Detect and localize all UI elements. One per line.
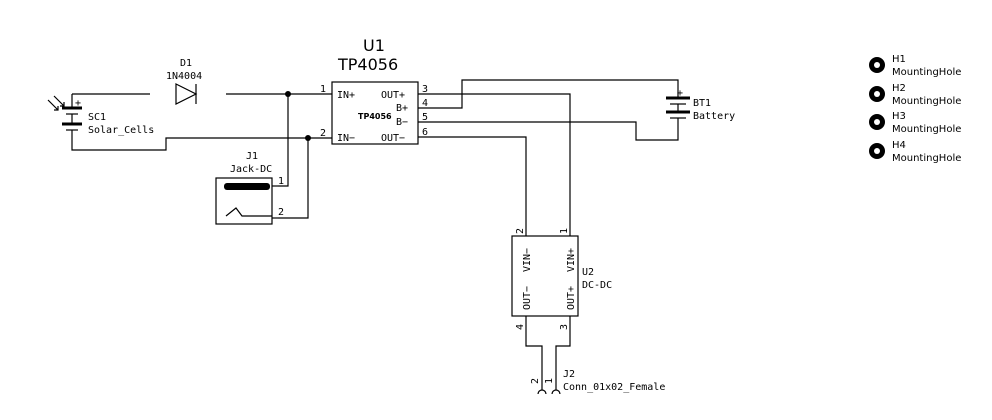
u2-pin-out-minus: OUT− (522, 286, 533, 310)
solar-cells-plus: + (75, 98, 81, 109)
u1-inner-label: TP4056 (358, 112, 392, 121)
u2-pin-number-3: 3 (559, 324, 570, 330)
u2-pin-vin-plus: VIN+ (566, 248, 577, 272)
mounting-hole-2-ref: H2 (892, 83, 906, 94)
dc-jack-pin-1: 1 (278, 176, 284, 187)
u1-pin-in-minus: IN− (337, 133, 355, 144)
mounting-hole-4-ref: H4 (892, 140, 906, 151)
solar-cells-value: Solar_Cells (88, 125, 154, 136)
mounting-hole-2 (869, 86, 885, 102)
u1-pin-number-5: 5 (422, 112, 428, 123)
u2-pin-number-4: 4 (515, 324, 526, 330)
u1-pin-number-1: 1 (320, 84, 326, 95)
connector-ref: J2 (563, 369, 575, 380)
diode-value: 1N4004 (166, 71, 202, 82)
mounting-hole-1-ref: H1 (892, 54, 906, 65)
tp4056-chip (331, 81, 419, 145)
u1-pin-out-plus: OUT+ (381, 90, 405, 101)
dc-jack-symbol (215, 177, 278, 225)
wires (71, 79, 679, 390)
u1-value: TP4056 (337, 55, 398, 74)
solar-cells-symbol: + (47, 94, 82, 140)
dc-jack-pin-2: 2 (278, 207, 284, 218)
u1-pin-b-plus: B+ (396, 103, 408, 114)
u2-pin-out-plus: OUT+ (566, 286, 577, 310)
u1-pin-number-3: 3 (422, 84, 428, 95)
u2-value: DC-DC (582, 280, 612, 291)
u1-pin-b-minus: B− (396, 117, 408, 128)
diode-ref: D1 (180, 58, 192, 69)
mounting-hole-1-value: MountingHole (892, 67, 961, 78)
battery-symbol: + (666, 88, 690, 124)
mounting-hole-4-value: MountingHole (892, 153, 961, 164)
u2-pin-number-2: 2 (515, 228, 526, 234)
mounting-hole-1 (869, 57, 885, 73)
u1-pin-number-2: 2 (320, 128, 326, 139)
u1-pin-out-minus: OUT− (381, 133, 405, 144)
connector-pin-2: 2 (530, 378, 541, 384)
diode-symbol (175, 83, 198, 105)
u2-ref: U2 (582, 267, 594, 278)
mounting-hole-3-ref: H3 (892, 111, 906, 122)
u1-ref: U1 (363, 36, 385, 55)
u1-pin-number-4: 4 (422, 98, 428, 109)
mounting-hole-3 (869, 114, 885, 130)
mounting-hole-2-value: MountingHole (892, 96, 961, 107)
dc-jack-value: Jack-DC (230, 164, 272, 175)
connector-symbol (537, 389, 561, 395)
dc-jack-ref: J1 (246, 151, 258, 162)
mounting-hole-3-value: MountingHole (892, 124, 961, 135)
connector-value: Conn_01x02_Female (563, 382, 665, 393)
solar-cells-ref: SC1 (88, 112, 106, 123)
u1-pin-in-plus: IN+ (337, 90, 355, 101)
dc-dc-converter (511, 235, 579, 317)
u2-pin-vin-minus: VIN− (522, 248, 533, 272)
mounting-hole-4 (869, 143, 885, 159)
connector-pin-1: 1 (544, 378, 555, 384)
battery-plus: + (677, 88, 683, 99)
battery-ref: BT1 (693, 98, 711, 109)
u1-pin-number-6: 6 (422, 127, 428, 138)
battery-value: Battery (693, 111, 735, 122)
u2-pin-number-1: 1 (559, 228, 570, 234)
